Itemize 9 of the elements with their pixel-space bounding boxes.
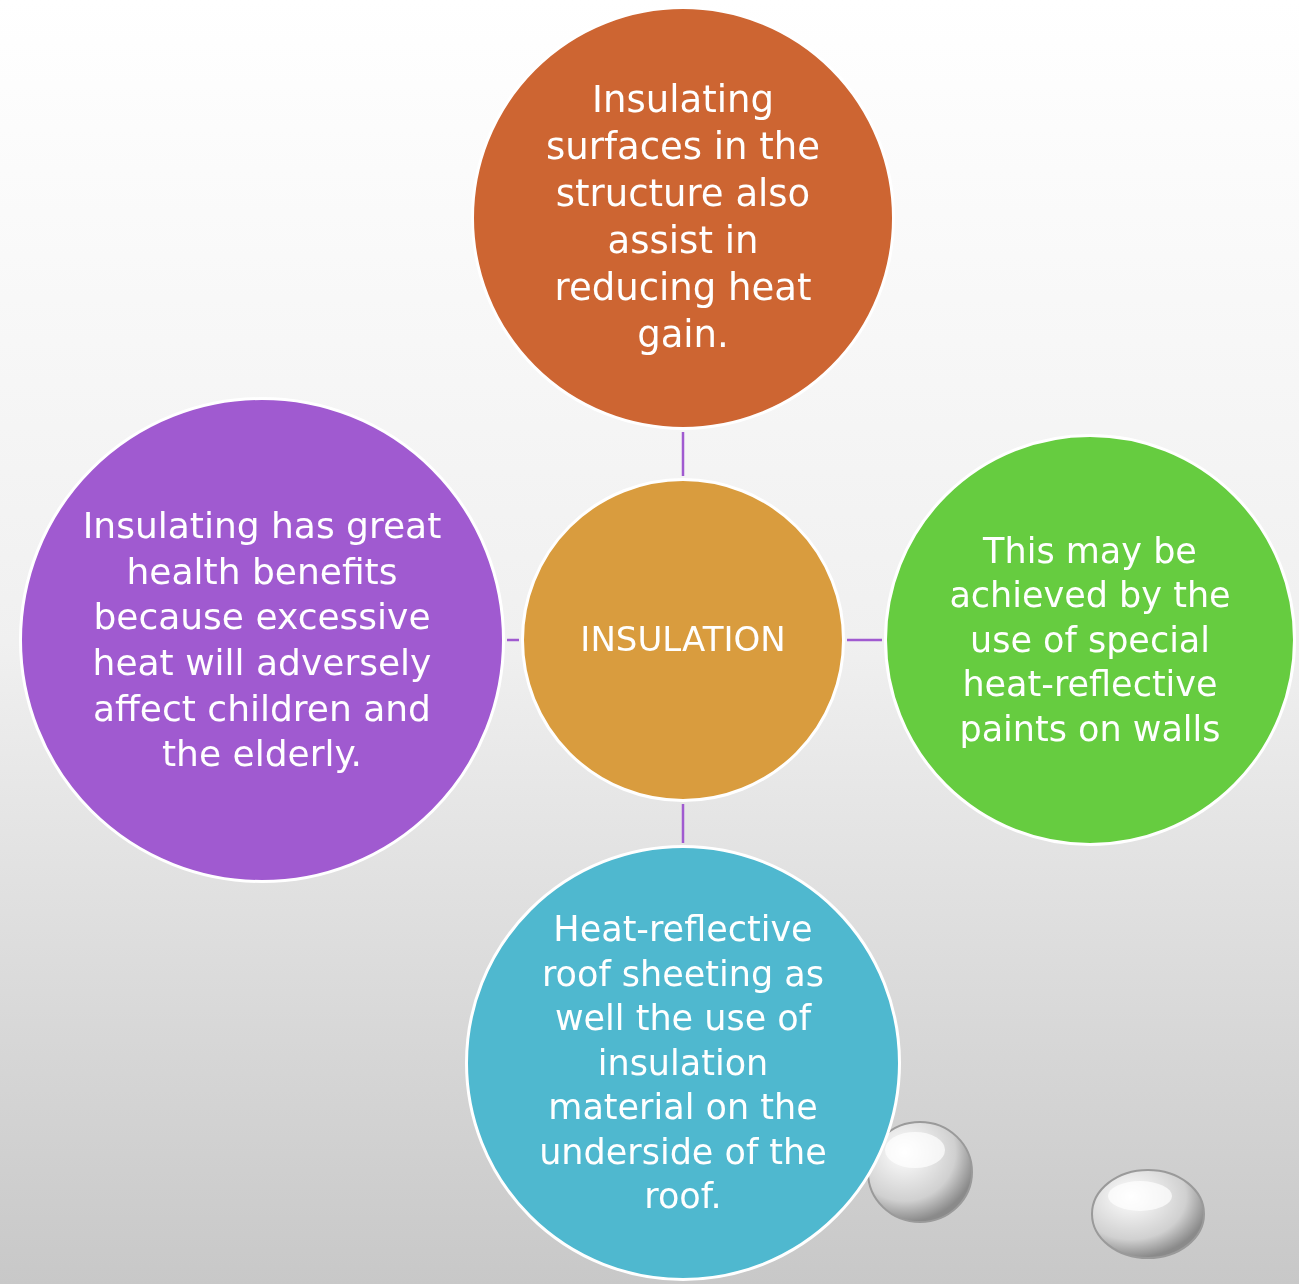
connector-line (507, 638, 519, 642)
center-title: INSULATION (579, 618, 787, 662)
connector-line (681, 432, 685, 476)
connector-line (847, 638, 882, 642)
circle-text: This may be achieved by the use of special heat-reflective paints on walls (948, 529, 1232, 751)
connector-line (681, 804, 685, 843)
circle-text: Insulating surfaces in the structure also assist in reducing heat gain. (545, 77, 821, 358)
circle-text: Insulating has great health benefits because excessive heat will adversely affect children and the elderly. (82, 503, 442, 777)
circle-text: Heat-reflective roof sheeting as well the use of insulation material on the underside of the roof. (538, 908, 828, 1219)
